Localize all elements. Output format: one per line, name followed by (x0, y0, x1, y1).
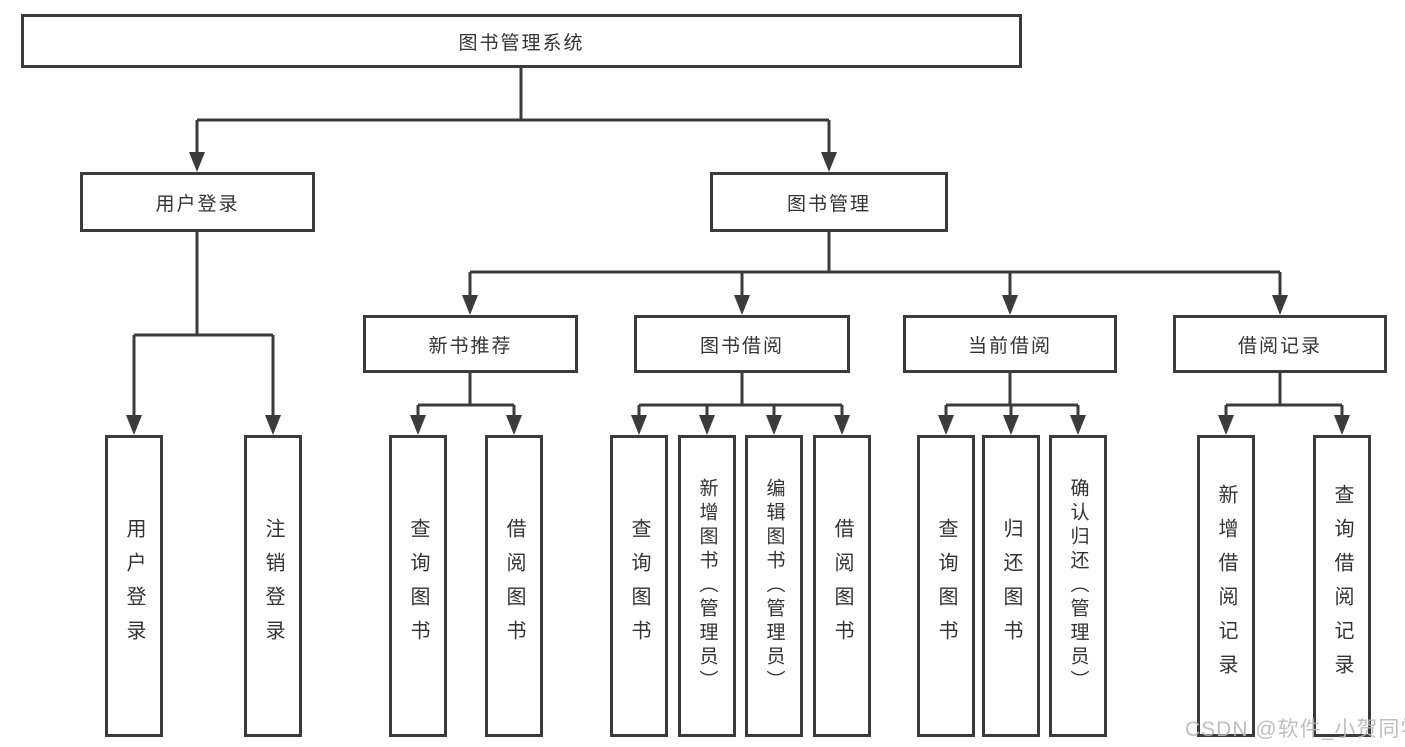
node-return-books: 归还图书 (982, 435, 1040, 737)
node-query-books-current: 查询图书 (917, 435, 975, 737)
node-label: 用户登录 (123, 518, 145, 654)
node-label: 确认归还（管理员） (1067, 478, 1089, 694)
node-confirm-return-admin: 确认归还（管理员） (1049, 435, 1107, 737)
node-book-management-branch: 图书管理 (710, 172, 948, 232)
node-label: 查询图书 (628, 518, 650, 654)
watermark: CSDN @软件_小贺同学 (1185, 718, 1405, 741)
node-add-borrow-record: 新增借阅记录 (1197, 435, 1255, 737)
node-label: 用户登录 (155, 193, 240, 215)
node-label: 借阅记录 (1237, 335, 1322, 357)
node-edit-book-admin: 编辑图书（管理员） (745, 435, 803, 737)
node-label: 新增借阅记录 (1215, 484, 1237, 688)
node-label: 借阅图书 (503, 518, 525, 654)
node-label: 注销登录 (262, 518, 284, 654)
node-label: 归还图书 (1000, 518, 1022, 654)
node-label: 借阅图书 (831, 518, 853, 654)
node-borrow-books-recommend: 借阅图书 (485, 435, 543, 737)
node-query-borrow-record: 查询借阅记录 (1313, 435, 1371, 737)
node-label: 新增图书（管理员） (696, 478, 718, 694)
node-label: 查询图书 (935, 518, 957, 654)
node-borrowing-records: 借阅记录 (1173, 315, 1387, 373)
node-label: 图书借阅 (699, 335, 784, 357)
node-current-borrowing: 当前借阅 (903, 315, 1117, 373)
node-label: 查询图书 (407, 518, 429, 654)
node-root: 图书管理系统 (21, 14, 1022, 68)
node-label: 图书管理 (786, 193, 871, 215)
node-root-label: 图书管理系统 (458, 32, 585, 54)
node-new-book-recommendation: 新书推荐 (363, 315, 578, 373)
node-logout: 注销登录 (244, 435, 302, 737)
node-query-books-borrowing: 查询图书 (610, 435, 668, 737)
node-user-login-branch: 用户登录 (80, 172, 315, 232)
node-user-login: 用户登录 (105, 435, 163, 737)
node-borrow-books: 借阅图书 (813, 435, 871, 737)
node-label: 查询借阅记录 (1331, 484, 1353, 688)
node-label: 当前借阅 (967, 335, 1052, 357)
node-query-books-recommend: 查询图书 (389, 435, 447, 737)
node-book-borrowing: 图书借阅 (634, 315, 850, 373)
node-label: 新书推荐 (428, 335, 513, 357)
node-label: 编辑图书（管理员） (763, 478, 785, 694)
node-add-book-admin: 新增图书（管理员） (678, 435, 736, 737)
